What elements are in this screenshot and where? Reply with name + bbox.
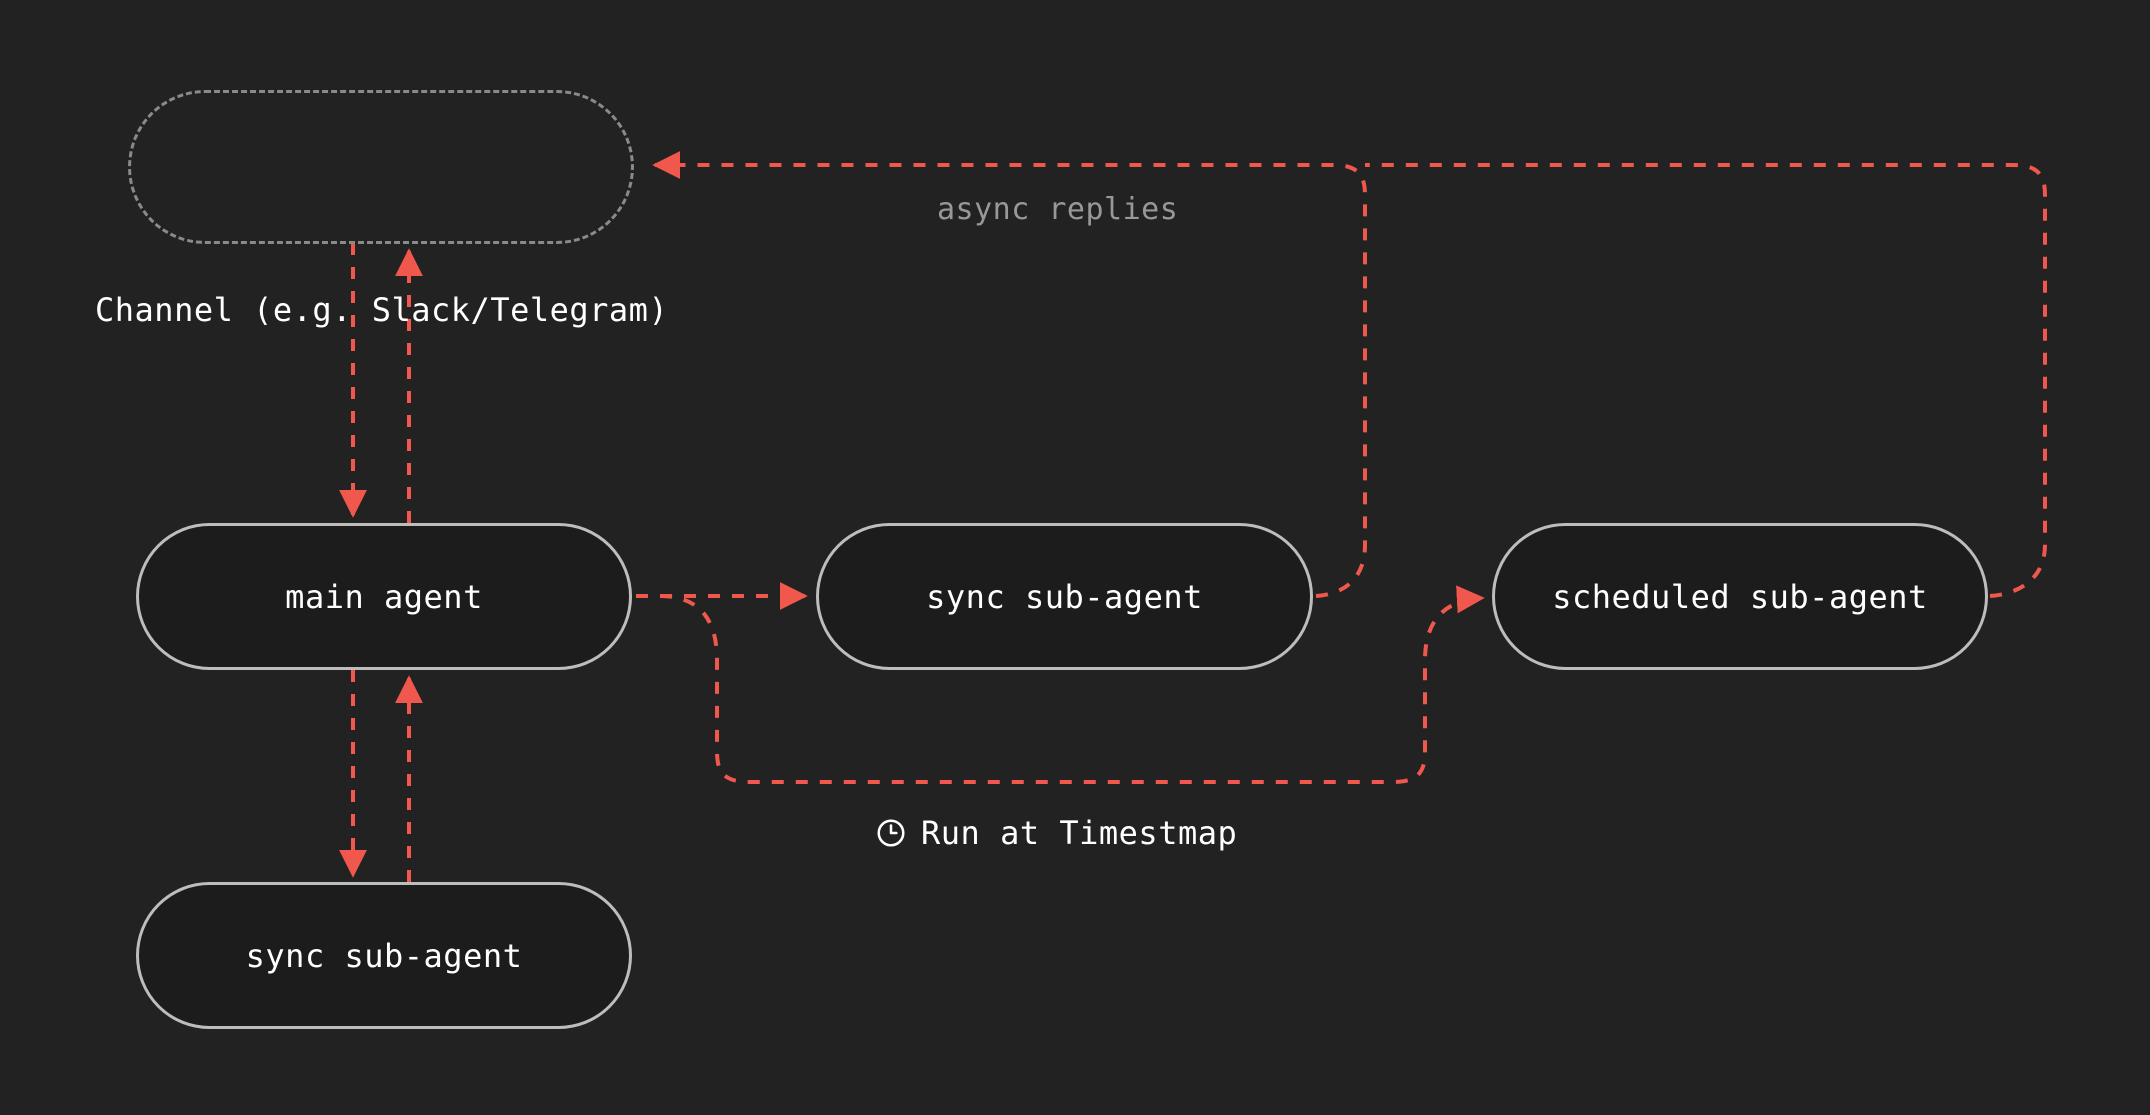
node-sync-sub-agent-bottom[interactable]: sync sub-agent	[136, 882, 632, 1029]
node-scheduled-sub-agent-label: scheduled sub-agent	[1552, 577, 1928, 616]
node-scheduled-sub-agent[interactable]: scheduled sub-agent	[1492, 523, 1988, 670]
node-sync-sub-agent-mid-label: sync sub-agent	[926, 577, 1203, 616]
node-channel[interactable]	[128, 90, 634, 244]
node-sync-sub-agent-bottom-label: sync sub-agent	[245, 936, 523, 975]
node-main-agent[interactable]: main agent	[136, 523, 632, 670]
edge-label-run-at-timestamp: Run at Timestmap	[921, 814, 1238, 852]
edge-label-run-at-timestamp-group: Run at Timestmap	[875, 814, 1237, 852]
edge-label-async-replies: async replies	[937, 192, 1179, 227]
clock-icon	[875, 817, 907, 849]
channel-caption: Channel (e.g. Slack/Telegram)	[95, 291, 669, 329]
node-sync-sub-agent-mid[interactable]: sync sub-agent	[816, 523, 1313, 670]
node-main-agent-label: main agent	[285, 577, 483, 616]
